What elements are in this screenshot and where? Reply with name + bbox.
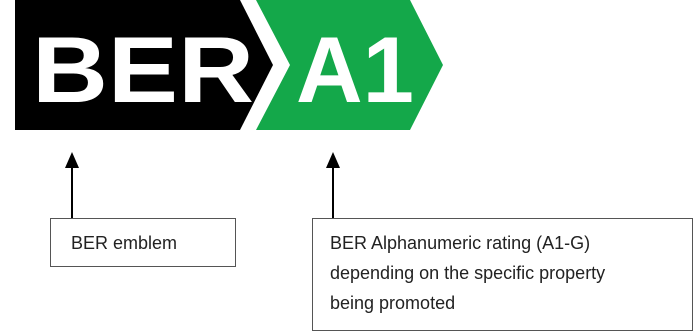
rating-text: A1	[296, 17, 414, 122]
ber-emblem-shape	[15, 0, 273, 130]
callout-rating-line: BER Alphanumeric rating (A1-G)	[330, 233, 591, 253]
callout-rating-line: being promoted	[330, 293, 456, 313]
callout-rating-line: depending on the specific property	[330, 263, 606, 283]
callout-ber-emblem-label: BER emblem	[71, 233, 178, 253]
ber-emblem-text: BER	[32, 17, 254, 122]
arrow-head-rating	[326, 152, 340, 168]
arrow-head-emblem	[65, 152, 79, 168]
callout-rating: BER Alphanumeric rating (A1-G) depending…	[312, 218, 693, 331]
rating-shape	[256, 0, 443, 130]
callout-ber-emblem: BER emblem	[50, 218, 236, 267]
